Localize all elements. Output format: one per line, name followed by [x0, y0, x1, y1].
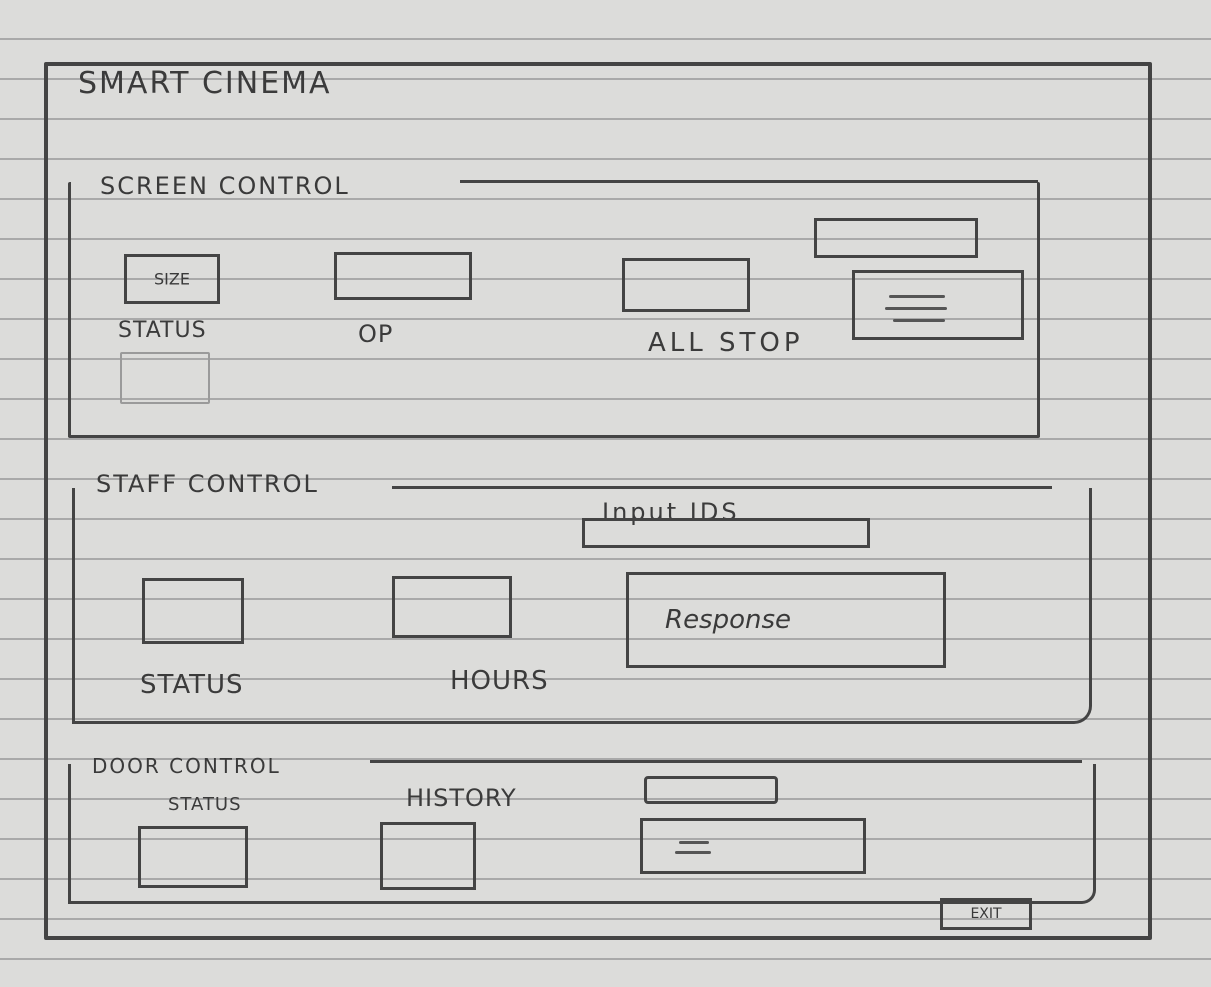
all-stop-label: ALL STOP — [648, 328, 804, 358]
staff-response-label: Response — [665, 605, 792, 635]
door-history-label: HISTORY — [406, 784, 517, 812]
door-message-scribble — [679, 841, 709, 844]
op-label: OP — [358, 320, 394, 348]
door-control-title-line — [370, 760, 1082, 763]
door-history-button[interactable] — [380, 822, 476, 890]
app-title: SMART CINEMA — [78, 66, 332, 101]
door-control-title: DOOR CONTROL — [92, 754, 281, 778]
staff-control-title: STAFF CONTROL — [96, 470, 319, 498]
screen-status-label: STATUS — [118, 318, 207, 343]
size-button[interactable]: SIZE — [124, 254, 220, 304]
screen-status-ghost-box — [120, 352, 210, 404]
staff-response-field[interactable]: Response — [626, 572, 946, 668]
staff-hours-label: HOURS — [450, 666, 549, 696]
door-status-label: STATUS — [168, 794, 242, 815]
screen-display-strip[interactable] — [814, 218, 978, 258]
staff-control-title-line — [392, 486, 1052, 489]
exit-button[interactable]: EXIT — [940, 898, 1032, 930]
screen-control-title: SCREEN CONTROL — [100, 172, 350, 200]
staff-hours-button[interactable] — [392, 576, 512, 638]
door-message-scribble — [675, 851, 711, 854]
input-ids-field[interactable] — [582, 518, 870, 548]
door-message-field[interactable] — [640, 818, 866, 874]
screen-control-title-line — [460, 180, 1038, 183]
exit-button-label: EXIT — [970, 906, 1002, 922]
screen-control-panel — [68, 182, 1040, 438]
screen-message-scribble — [893, 319, 945, 322]
staff-control-panel — [72, 488, 1092, 724]
op-button[interactable] — [334, 252, 472, 300]
all-stop-button[interactable] — [622, 258, 750, 312]
screen-message-field[interactable] — [852, 270, 1024, 340]
size-button-label: SIZE — [154, 269, 190, 289]
door-status-button[interactable] — [138, 826, 248, 888]
input-ids-label: Input IDS — [602, 498, 740, 526]
staff-status-label: STATUS — [140, 670, 244, 700]
staff-status-button[interactable] — [142, 578, 244, 644]
door-control-panel — [68, 764, 1096, 904]
screen-message-scribble — [885, 307, 947, 310]
door-small-field[interactable] — [644, 776, 778, 804]
screen-message-scribble — [889, 295, 945, 298]
main-window-frame — [44, 62, 1152, 940]
